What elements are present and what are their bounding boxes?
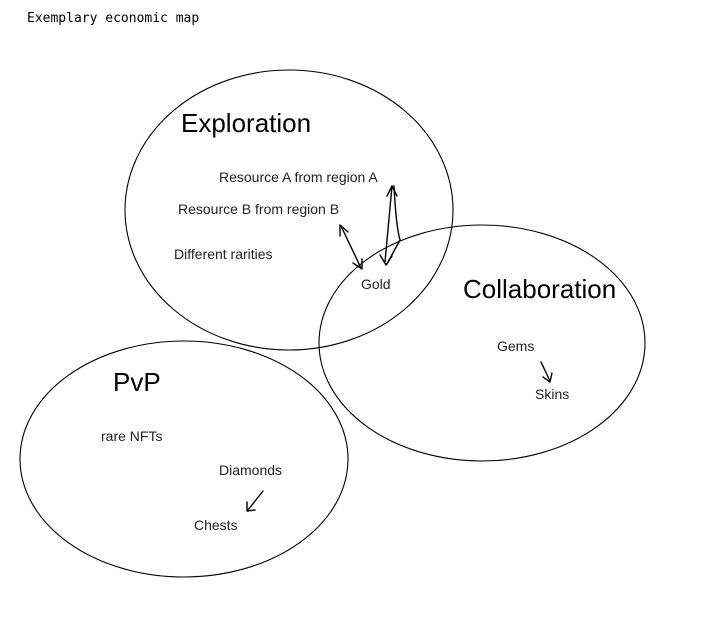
collaboration-region-circle — [318, 224, 646, 462]
pvp-title: PvP — [113, 367, 161, 397]
pvp-region-circle — [19, 340, 349, 578]
page-title: Exemplary economic map — [27, 11, 200, 26]
exploration-title: Exploration — [181, 108, 311, 138]
arrow-resource-b-gold — [339, 224, 363, 270]
arrow-diamonds-chests — [246, 490, 264, 512]
exploration-region-circle — [124, 69, 454, 351]
different-rarities-label: Different rarities — [174, 246, 273, 262]
resource-b-label: Resource B from region B — [178, 201, 339, 217]
gems-label: Gems — [497, 338, 534, 354]
arrow-resource-a-gold — [379, 185, 401, 266]
arrow-gems-skins — [540, 361, 553, 383]
gold-label: Gold — [361, 276, 391, 292]
collaboration-title: Collaboration — [463, 274, 616, 304]
chests-label: Chests — [194, 517, 238, 533]
skins-label: Skins — [535, 386, 569, 402]
rare-nfts-label: rare NFTs — [101, 428, 162, 444]
diamonds-label: Diamonds — [219, 462, 282, 478]
resource-a-label: Resource A from region A — [219, 169, 378, 185]
